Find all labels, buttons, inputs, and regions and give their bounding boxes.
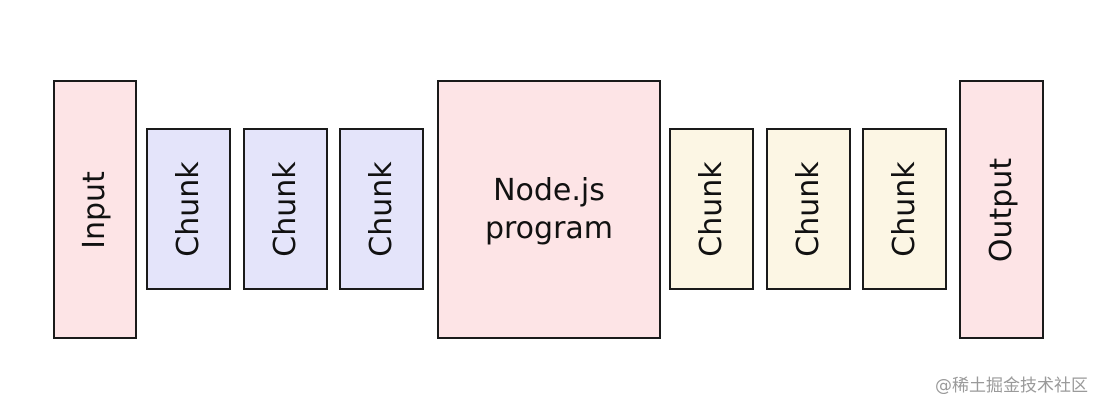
program-label-line1: Node.js [493,172,605,208]
watermark: @稀土掘金技术社区 [935,376,1088,396]
output-label: Output [983,157,1019,262]
input-chunk-label: Chunk [170,161,206,257]
input-label: Input [77,170,112,249]
output-box: Output [959,80,1044,339]
output-chunk-box: Chunk [669,128,754,290]
input-box: Input [53,80,137,339]
output-chunk-box: Chunk [766,128,851,290]
output-chunk-label: Chunk [693,161,729,257]
program-label: Node.js program [439,172,659,248]
input-chunk-label: Chunk [267,161,303,257]
program-label-line2: program [484,210,614,246]
output-chunk-box: Chunk [862,128,947,290]
output-chunk-label: Chunk [790,161,826,257]
input-chunk-box: Chunk [146,128,231,290]
output-chunk-label: Chunk [886,161,922,257]
program-box: Node.js program [437,80,661,339]
input-chunk-box: Chunk [243,128,328,290]
input-chunk-label: Chunk [363,161,399,257]
input-chunk-box: Chunk [339,128,424,290]
